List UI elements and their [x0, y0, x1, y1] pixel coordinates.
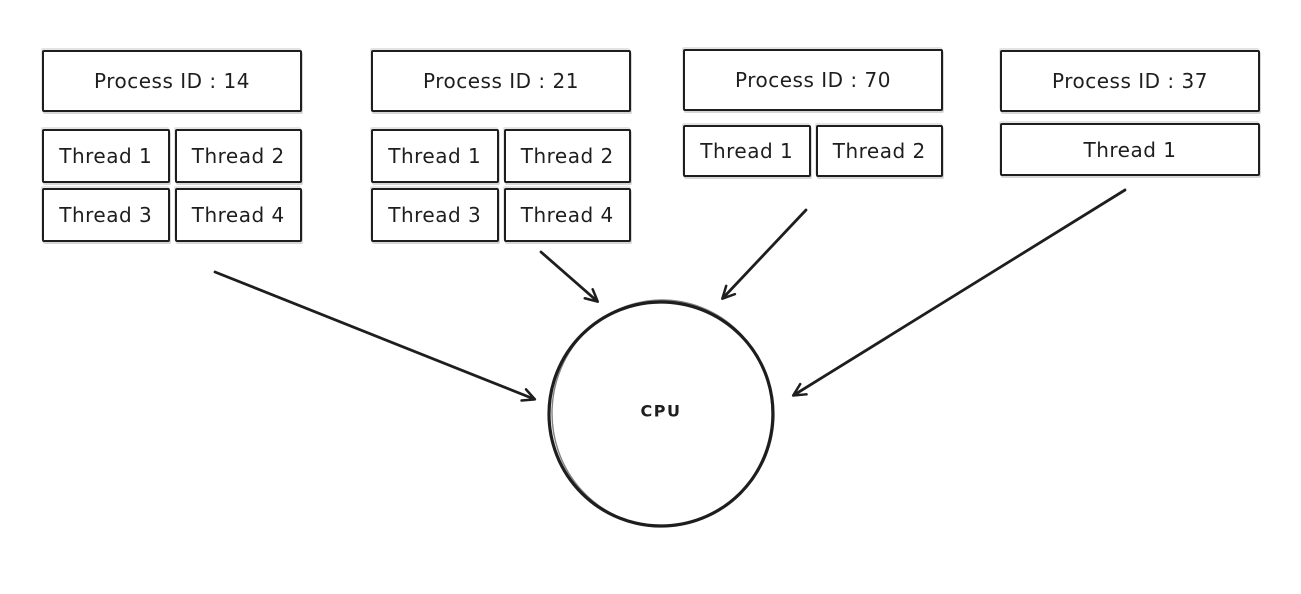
process-box: Process ID : 21	[371, 50, 631, 112]
thread-box: Thread 1	[42, 129, 170, 183]
thread-label: Thread 4	[191, 203, 285, 227]
thread-box: Thread 2	[503, 129, 631, 183]
thread-box: Thread 1	[371, 129, 499, 183]
thread-grid: Thread 1 Thread 2	[683, 125, 943, 177]
thread-grid: Thread 1	[1000, 123, 1260, 176]
thread-box: Thread 1	[1000, 123, 1260, 176]
thread-box: Thread 1	[683, 125, 811, 177]
process-group-37: Process ID : 37 Thread 1	[1000, 50, 1260, 176]
process-box: Process ID : 70	[683, 49, 943, 111]
thread-box: Thread 4	[174, 188, 302, 242]
thread-box: Thread 2	[815, 125, 943, 177]
cpu-label: CPU	[640, 401, 682, 421]
thread-label: Thread 1	[388, 144, 482, 168]
arrow-process-37-to-cpu	[791, 188, 1127, 397]
process-label: Process ID : 14	[94, 69, 250, 93]
thread-grid: Thread 1 Thread 2 Thread 3 Thread 4	[371, 129, 631, 242]
process-label: Process ID : 37	[1052, 69, 1208, 93]
thread-label: Thread 2	[191, 144, 285, 168]
thread-label: Thread 1	[700, 139, 794, 163]
arrow-process-14-to-cpu	[213, 270, 537, 402]
thread-box: Thread 3	[371, 188, 499, 242]
process-box: Process ID : 37	[1000, 50, 1260, 112]
thread-label: Thread 4	[520, 203, 614, 227]
process-group-70: Process ID : 70 Thread 1 Thread 2	[683, 49, 943, 177]
thread-label: Thread 3	[59, 203, 153, 227]
thread-label: Thread 1	[1083, 137, 1177, 162]
thread-box: Thread 4	[503, 188, 631, 242]
thread-label: Thread 2	[832, 139, 926, 163]
arrow-process-70-to-cpu	[721, 208, 808, 300]
cpu-circle-sketch-stroke	[551, 299, 773, 527]
thread-box: Thread 2	[174, 129, 302, 183]
thread-box: Thread 3	[42, 188, 170, 242]
thread-label: Thread 3	[388, 203, 482, 227]
process-label: Process ID : 70	[735, 68, 891, 92]
process-group-14: Process ID : 14 Thread 1 Thread 2 Thread…	[42, 50, 302, 242]
process-group-21: Process ID : 21 Thread 1 Thread 2 Thread…	[371, 50, 631, 242]
arrow-process-21-to-cpu	[539, 250, 600, 303]
thread-grid: Thread 1 Thread 2 Thread 3 Thread 4	[42, 129, 302, 242]
process-box: Process ID : 14	[42, 50, 302, 112]
process-label: Process ID : 21	[423, 69, 579, 93]
thread-label: Thread 2	[520, 144, 614, 168]
thread-label: Thread 1	[59, 144, 153, 168]
